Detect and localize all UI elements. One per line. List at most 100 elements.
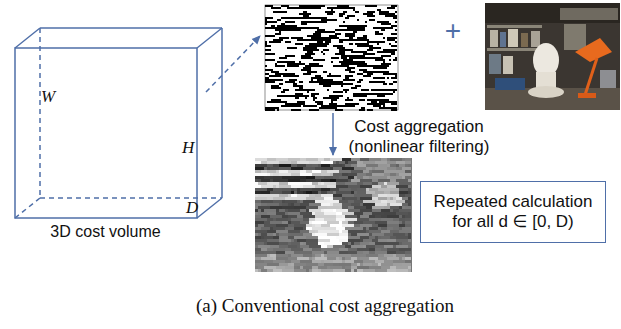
image-pixel: [281, 91, 285, 93]
image-pixel: [390, 206, 399, 209]
image-pixel: [396, 167, 402, 170]
image-pixel: [383, 37, 385, 39]
image-pixel: [288, 209, 300, 212]
cost-slice-image: [265, 5, 398, 111]
image-pixel: [317, 7, 321, 9]
image-pixel: [369, 233, 372, 236]
image-pixel: [369, 19, 375, 21]
image-pixel: [360, 224, 372, 227]
image-pixel: [351, 269, 354, 272]
image-pixel: [333, 191, 336, 194]
image-pixel: [282, 203, 288, 206]
image-pixel: [390, 164, 396, 167]
image-pixel: [265, 5, 273, 7]
image-pixel: [341, 63, 343, 65]
image-pixel: [399, 248, 411, 251]
image-pixel: [291, 194, 297, 197]
image-pixel: [345, 218, 357, 221]
image-pixel: [348, 239, 351, 242]
image-pixel: [255, 230, 267, 233]
image-pixel: [321, 51, 323, 53]
image-pixel: [255, 206, 258, 209]
image-pixel: [333, 269, 345, 272]
image-pixel: [291, 239, 294, 242]
image-pixel: [255, 263, 267, 266]
image-pixel: [399, 218, 405, 221]
image-pixel: [273, 227, 285, 230]
image-pixel: [318, 239, 330, 242]
image-pixel: [333, 245, 345, 248]
image-pixel: [321, 245, 324, 248]
image-pixel: [355, 43, 361, 45]
image-pixel: [287, 7, 295, 9]
image-pixel: [285, 260, 291, 263]
image-pixel: [303, 73, 309, 75]
image-pixel: [387, 101, 395, 103]
image-pixel: [315, 176, 324, 179]
image-pixel: [330, 167, 333, 170]
image-pixel: [339, 39, 345, 41]
image-pixel: [339, 75, 341, 77]
image-pixel: [294, 188, 297, 191]
image-pixel: [327, 13, 333, 15]
image-pixel: [345, 182, 357, 185]
image-pixel: [385, 15, 393, 17]
image-pixel: [357, 27, 365, 29]
image-pixel: [309, 161, 321, 164]
image-pixel: [288, 245, 297, 248]
image-pixel: [321, 179, 330, 182]
image-pixel: [270, 191, 282, 194]
image-pixel: [363, 245, 366, 248]
image-pixel: [264, 221, 270, 224]
image-pixel: [353, 39, 359, 41]
image-pixel: [347, 15, 355, 17]
image-pixel: [377, 95, 385, 97]
image-pixel: [327, 251, 339, 254]
image-pixel: [336, 209, 348, 212]
image-pixel: [273, 257, 276, 260]
image-pixel: [276, 209, 279, 212]
image-pixel: [313, 65, 323, 67]
image-pixel: [297, 37, 303, 39]
image-pixel: [329, 105, 335, 107]
image-pixel: [391, 45, 397, 47]
image-pixel: [342, 215, 345, 218]
image-pixel: [327, 206, 339, 209]
image-pixel: [321, 266, 327, 269]
image-pixel: [339, 15, 343, 17]
image-pixel: [294, 197, 306, 200]
image-pixel: [288, 236, 294, 239]
image-pixel: [357, 29, 365, 31]
image-pixel: [378, 182, 384, 185]
image-pixel: [300, 182, 312, 185]
image-pixel: [271, 71, 279, 73]
image-pixel: [255, 245, 258, 248]
image-pixel: [396, 236, 408, 239]
image-pixel: [255, 251, 264, 254]
image-pixel: [261, 191, 270, 194]
image-pixel: [363, 182, 372, 185]
image-pixel: [355, 61, 365, 63]
image-pixel: [283, 89, 289, 91]
image-pixel: [369, 257, 378, 260]
image-pixel: [396, 245, 408, 248]
image-pixel: [265, 79, 273, 81]
image-pixel: [321, 173, 330, 176]
image-pixel: [293, 75, 299, 77]
image-pixel: [387, 224, 399, 227]
image-pixel: [264, 251, 276, 254]
image-pixel: [312, 191, 318, 194]
image-pixel: [317, 17, 321, 19]
image-pixel: [336, 191, 342, 194]
image-pixel: [396, 161, 405, 164]
image-pixel: [387, 257, 399, 260]
image-pixel: [288, 242, 291, 245]
image-pixel: [343, 55, 345, 57]
image-pixel: [363, 260, 375, 263]
image-pixel: [369, 47, 377, 49]
image-pixel: [258, 224, 264, 227]
image-pixel: [355, 25, 361, 27]
image-pixel: [255, 170, 261, 173]
image-pixel: [387, 37, 389, 39]
image-pixel: [389, 55, 391, 57]
